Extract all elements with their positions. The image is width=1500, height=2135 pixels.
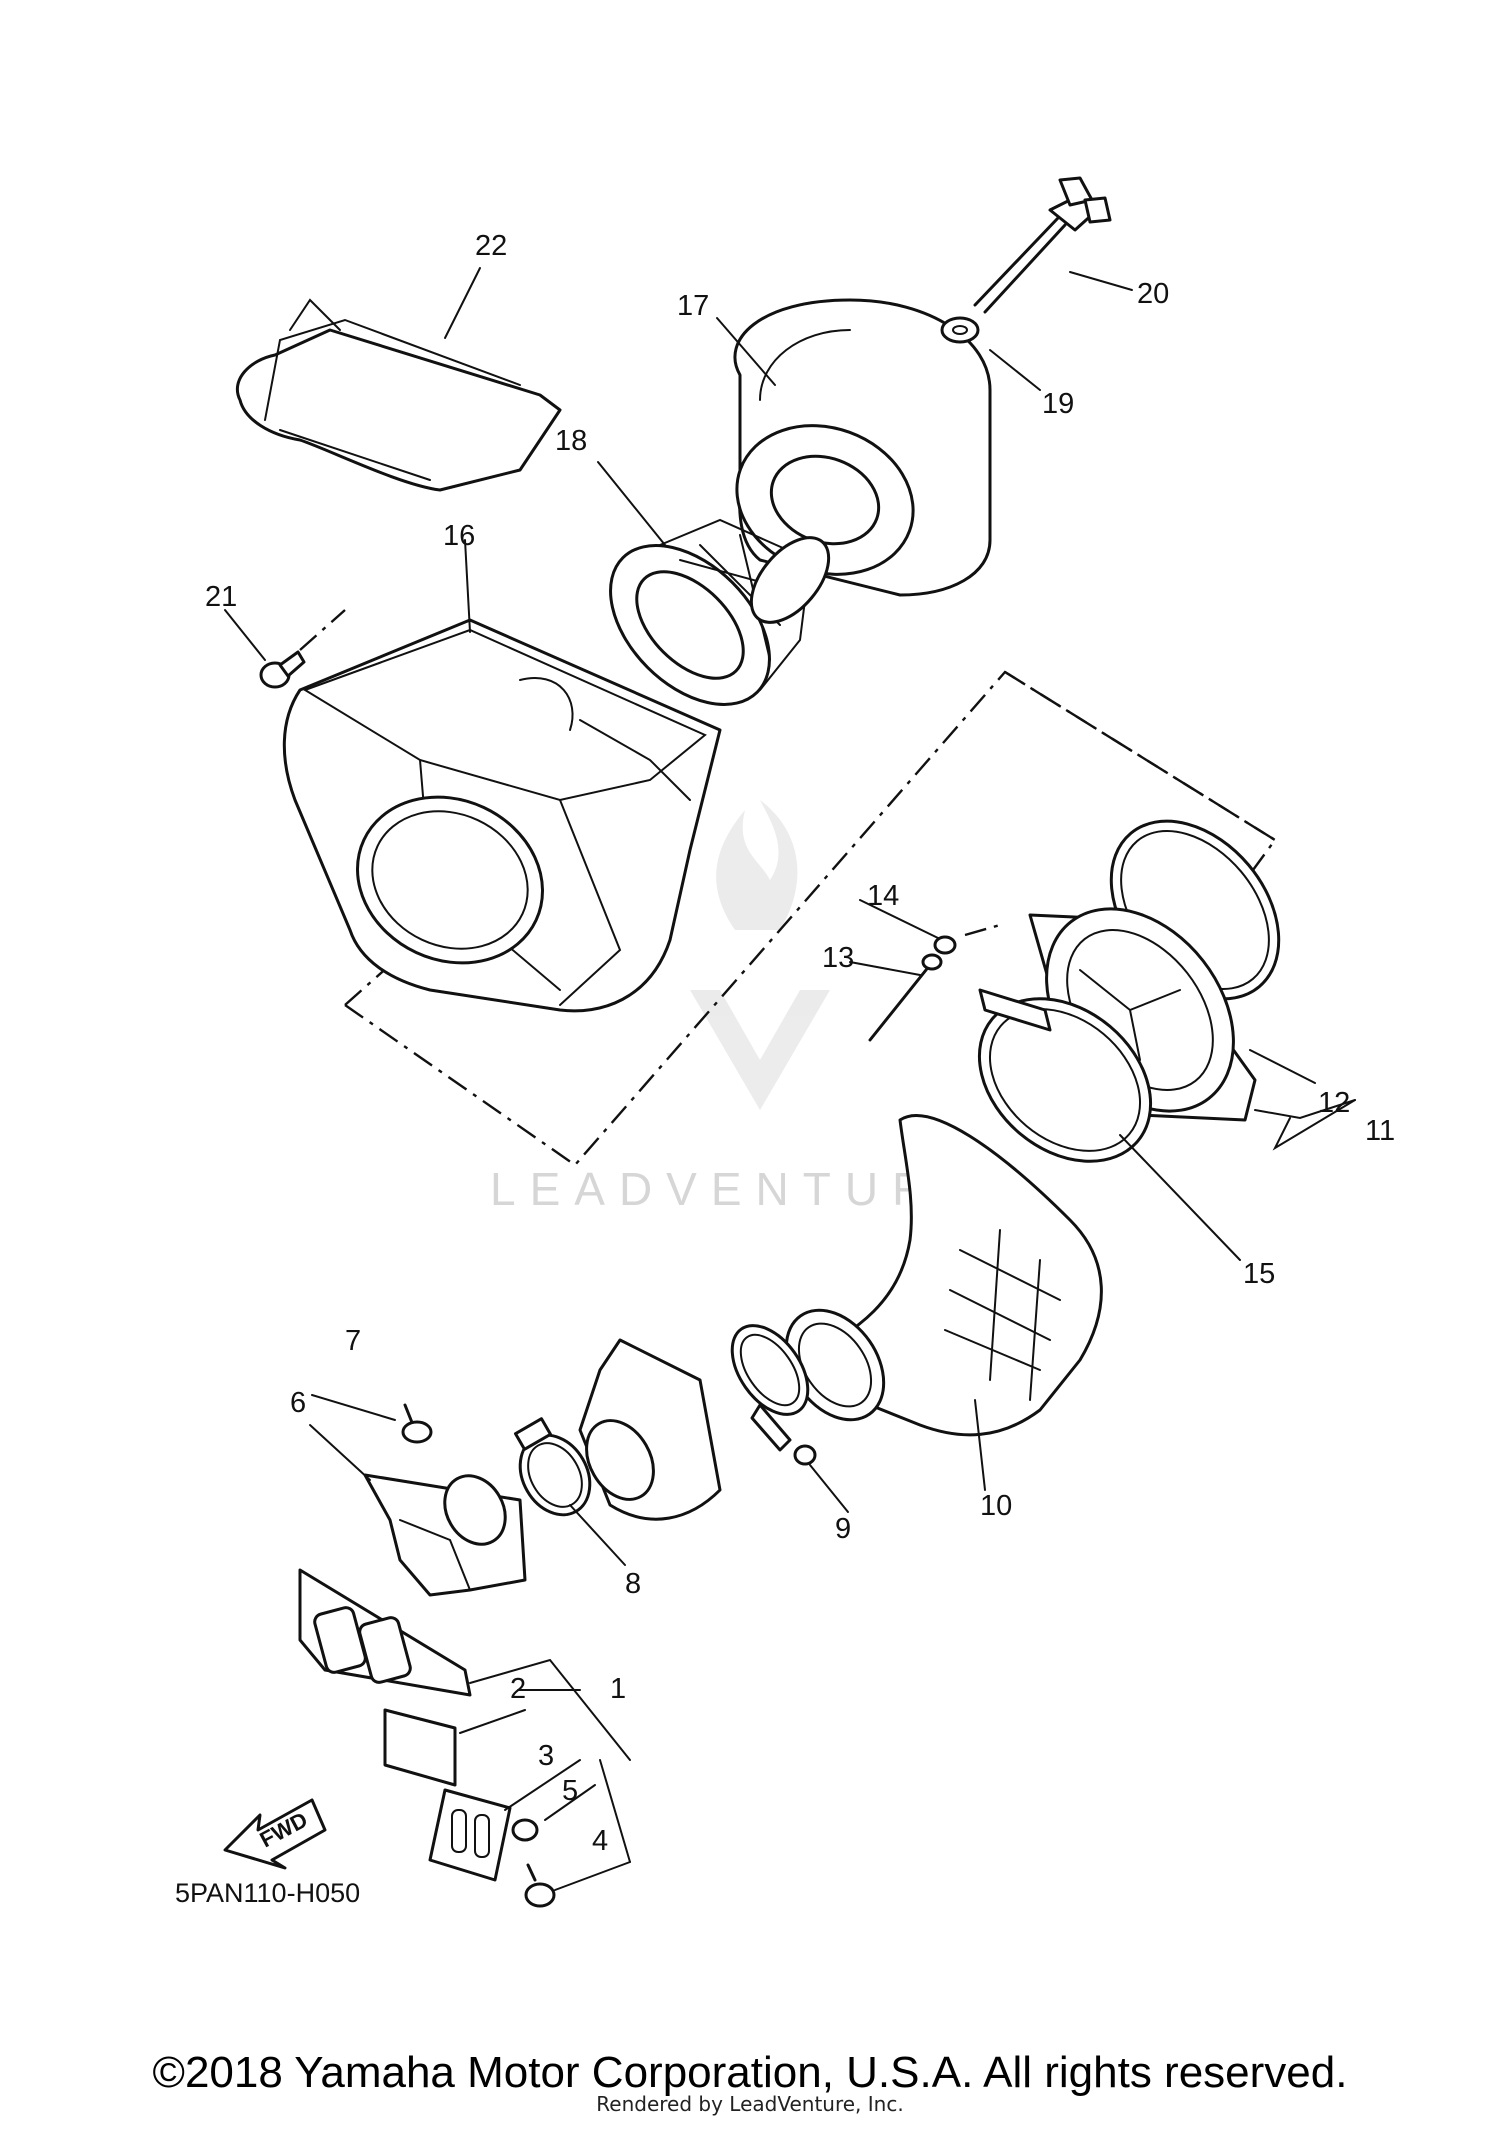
callout-4: 4 <box>592 1825 608 1857</box>
band-clamp <box>514 1417 592 1517</box>
small-washer <box>933 935 957 955</box>
rendered-by-notice: Rendered by LeadVenture, Inc. <box>596 2092 904 2116</box>
air-box <box>282 618 722 1013</box>
wing-bolt <box>973 176 1112 314</box>
callout-16: 16 <box>443 520 475 552</box>
callout-17: 17 <box>677 290 709 322</box>
watermark-logo <box>690 800 830 1110</box>
watermark-text: LEADVENTURE <box>490 1163 984 1215</box>
callout-10: 10 <box>980 1490 1012 1522</box>
callout-2: 2 <box>510 1673 526 1705</box>
reed-plate <box>383 1708 457 1787</box>
flange-bolt <box>401 1403 433 1444</box>
leader-lines <box>224 267 1356 1891</box>
filter-cage <box>609 518 831 706</box>
reed-stopper <box>428 1788 512 1882</box>
callout-1: 1 <box>610 1673 626 1705</box>
rivet <box>868 953 943 1042</box>
hose-clamp-large <box>977 988 1153 1163</box>
callout-labels: 22 17 20 19 18 16 21 14 13 12 11 15 10 9… <box>205 230 1395 1857</box>
part-code: 5PAN110-H050 <box>175 1878 360 1908</box>
reed-screw <box>524 1863 556 1908</box>
callout-8: 8 <box>625 1568 641 1600</box>
callout-11: 11 <box>1365 1115 1395 1147</box>
callout-13: 13 <box>822 942 854 974</box>
callout-20: 20 <box>1137 278 1169 310</box>
callout-19: 19 <box>1042 388 1074 420</box>
air-duct <box>784 1114 1103 1437</box>
copyright-notice: ©2018 Yamaha Motor Corporation, U.S.A. A… <box>152 2048 1348 2097</box>
washer <box>940 316 980 344</box>
reed-valve-assembly <box>298 1568 472 1697</box>
air-filter-element <box>733 298 992 597</box>
callout-3: 3 <box>538 1740 554 1772</box>
callout-15: 15 <box>1243 1258 1275 1290</box>
air-box-cover <box>236 298 562 492</box>
callout-9: 9 <box>835 1513 851 1545</box>
callout-12: 12 <box>1318 1087 1350 1119</box>
fwd-arrow-icon: FWD <box>223 1798 327 1870</box>
callout-14: 14 <box>867 880 899 912</box>
joint-seal <box>578 1338 722 1521</box>
screw <box>259 650 306 689</box>
callout-7: 7 <box>345 1325 361 1357</box>
hose-clamp-small <box>730 1324 817 1466</box>
callout-5: 5 <box>562 1775 578 1807</box>
callout-22: 22 <box>475 230 507 262</box>
lock-washer <box>511 1818 539 1842</box>
callout-21: 21 <box>205 581 237 613</box>
callout-18: 18 <box>555 425 587 457</box>
intake-manifold <box>363 1473 527 1597</box>
callout-6: 6 <box>290 1387 306 1419</box>
